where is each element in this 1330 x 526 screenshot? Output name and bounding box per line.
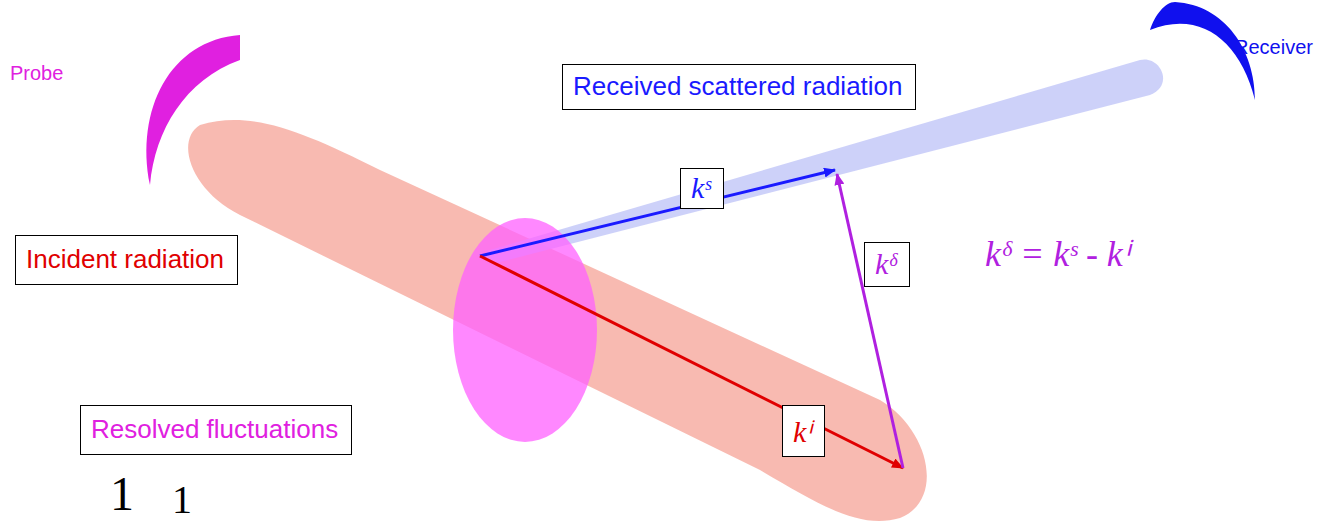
equation: kᵟ = kˢ - kⁱ (985, 228, 1129, 277)
antenna-label: Receiver (1234, 36, 1313, 59)
vector-label-box: kⁱ (782, 405, 825, 457)
box-text: kᵟ (875, 247, 899, 281)
difference-vector (837, 174, 903, 468)
probe-antenna (147, 35, 240, 185)
caption-box: Received scattered radiation (562, 64, 916, 110)
vector-label-box: kᵟ (864, 242, 910, 287)
fraction-digit: 1 (110, 466, 134, 521)
scattered-beam (485, 59, 1163, 262)
fraction-digit: 1 (172, 476, 192, 523)
caption-box: Incident radiation (15, 235, 238, 285)
box-text: kˢ (691, 171, 713, 205)
fluctuation-volume (453, 218, 597, 442)
box-text: Incident radiation (26, 244, 227, 275)
antenna-label: Probe (10, 62, 63, 85)
vector-label-box: kˢ (680, 168, 724, 209)
caption-box: Resolved fluctuations (80, 405, 352, 455)
box-text: Received scattered radiation (573, 71, 905, 102)
scattered-vector (480, 170, 835, 256)
box-text: Resolved fluctuations (91, 414, 341, 445)
box-text: kⁱ (793, 410, 814, 451)
incident-vector (480, 256, 903, 468)
